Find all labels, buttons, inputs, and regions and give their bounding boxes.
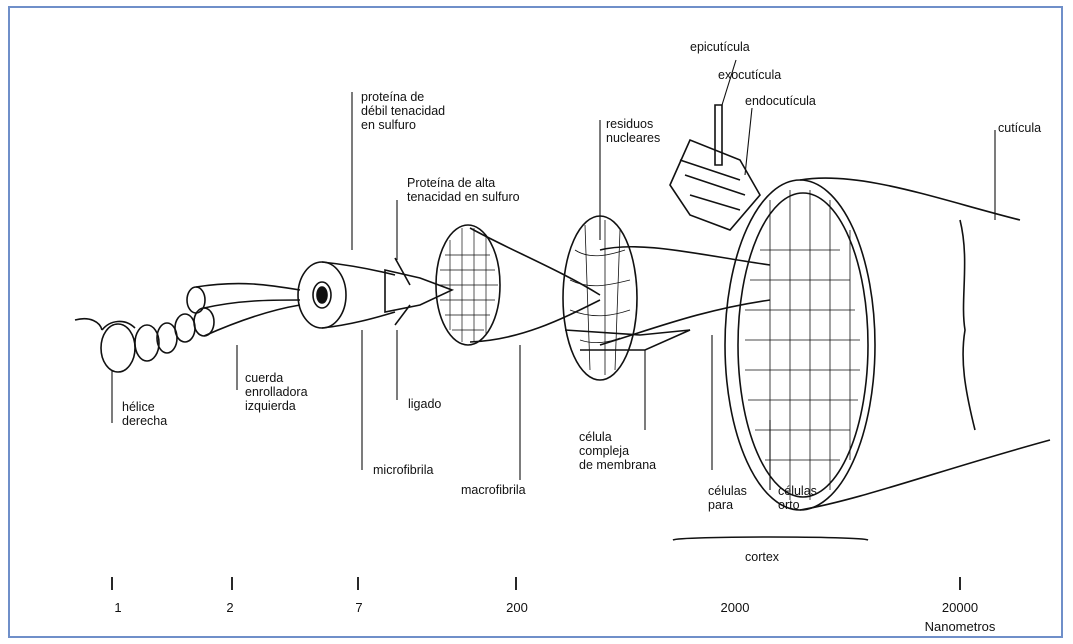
cortex-drawing [725,178,1050,510]
label-microfibrila: microfibrila [373,463,433,477]
coiled-rope-drawing [175,284,300,342]
leader-lines [112,60,995,490]
label-macrofibrila: macrofibrila [461,483,526,497]
scale-label-7: 7 [329,600,389,615]
label-cuerda-izquierda: cuerda enrolladora izquierda [245,371,308,413]
label-ligado: ligado [408,397,441,411]
macrofibril-drawing [436,225,600,345]
cell-drawing [563,216,770,380]
scale-label-1: 1 [88,600,148,615]
bundle-drawing [385,258,452,325]
label-celulas-orto: células orto [778,484,817,512]
label-celula-compleja: célula compleja de membrana [579,430,656,472]
scale-unit-label: Nanometros [900,619,1020,634]
label-cuticula: cutícula [998,121,1041,135]
label-proteina-alta: Proteína de alta tenacidad en sulfuro [407,176,520,204]
label-proteina-debil: proteína de débil tenacidad en sulfuro [361,90,445,132]
label-epicuticula: epicutícula [690,40,750,54]
scale-label-2000: 2000 [705,600,765,615]
label-celulas-para: células para [708,484,747,512]
cuticle-drawing [670,105,760,230]
label-residuos-nucleares: residuos nucleares [606,117,660,145]
label-exocuticula: exocutícula [718,68,781,82]
label-endocuticula: endocutícula [745,94,816,108]
microfibril-drawing [298,262,395,328]
scale-label-20000: 20000 [930,600,990,615]
scale-label-200: 200 [487,600,547,615]
helix-drawing [75,319,177,372]
scale-ticks [112,577,960,590]
label-helice-derecha: hélice derecha [122,400,167,428]
label-cortex: cortex [745,550,779,564]
scale-label-2: 2 [200,600,260,615]
cortex-bracket [673,537,868,540]
